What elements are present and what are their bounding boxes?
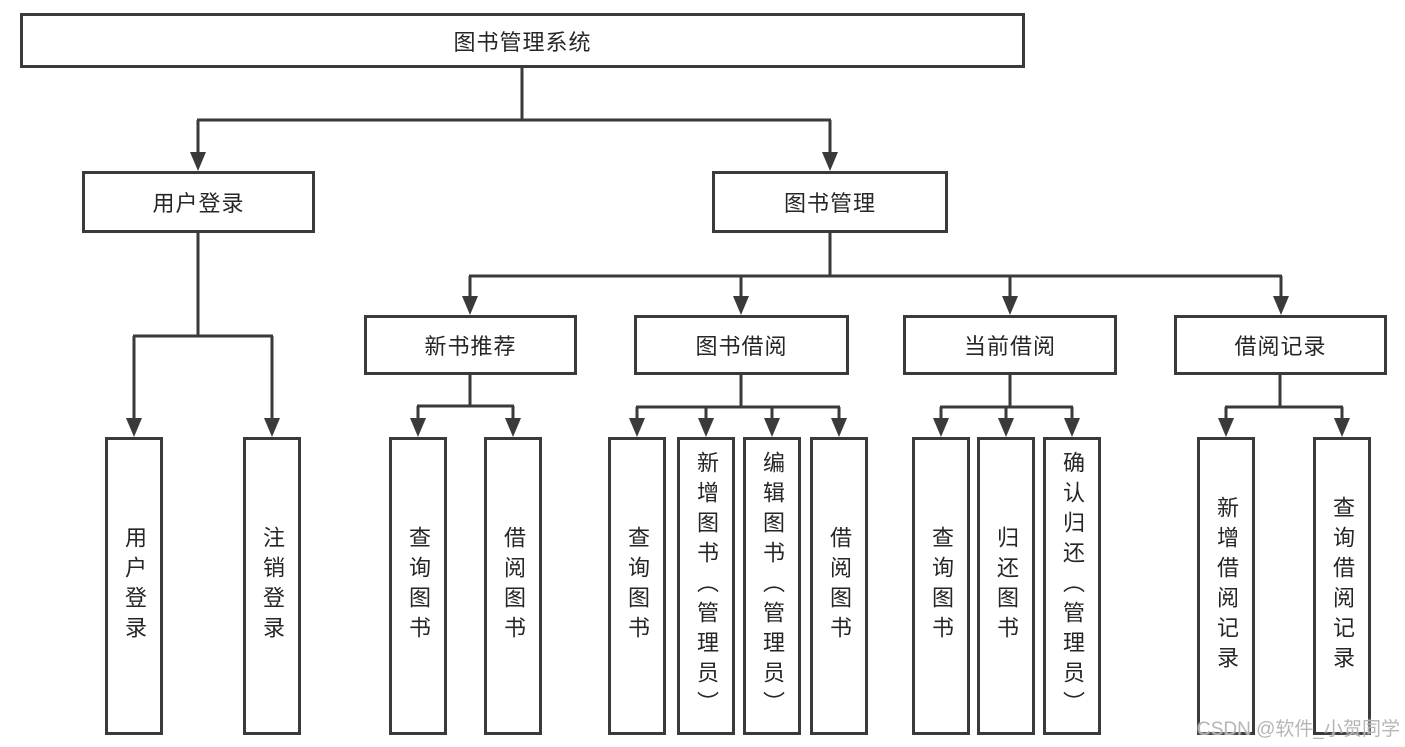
leaf-borrow-add-books-admin-label: 新增图书（管理员） (694, 451, 719, 721)
leaf-record-query-record: 查询借阅记录 (1313, 437, 1371, 735)
leaf-current-return-books: 归还图书 (977, 437, 1035, 735)
node-book-management: 图书管理 (712, 171, 948, 233)
connector-lines (132, 68, 1344, 422)
leaf-borrow-edit-books-admin-label: 编辑图书（管理员） (760, 451, 785, 721)
leaf-user-login: 用户登录 (105, 437, 163, 735)
leaf-borrow-query-books: 查询图书 (608, 437, 666, 735)
leaf-borrow-query-books-label: 查询图书 (625, 526, 650, 646)
node-current-borrowing: 当前借阅 (903, 315, 1117, 375)
leaf-current-confirm-return-admin-label: 确认归还（管理员） (1060, 451, 1085, 721)
leaf-logout-label: 注销登录 (260, 526, 285, 646)
leaf-borrow-borrow-books: 借阅图书 (810, 437, 868, 735)
leaf-logout: 注销登录 (243, 437, 301, 735)
node-book-borrowing: 图书借阅 (634, 315, 849, 375)
leaf-record-add-record-label: 新增借阅记录 (1214, 496, 1239, 676)
node-user-login: 用户登录 (82, 171, 315, 233)
leaf-current-confirm-return-admin: 确认归还（管理员） (1043, 437, 1101, 735)
node-library-management-system: 图书管理系统 (20, 13, 1025, 68)
leaf-current-query-books-label: 查询图书 (929, 526, 954, 646)
leaf-newbook-query-books-label: 查询图书 (406, 526, 431, 646)
leaf-borrow-borrow-books-label: 借阅图书 (827, 526, 852, 646)
watermark: CSDN @软件_小贺同学 (1197, 719, 1400, 740)
node-borrowing-records: 借阅记录 (1174, 315, 1387, 375)
leaf-borrow-edit-books-admin: 编辑图书（管理员） (743, 437, 801, 735)
leaf-newbook-query-books: 查询图书 (389, 437, 447, 735)
leaf-current-return-books-label: 归还图书 (994, 526, 1019, 646)
leaf-current-query-books: 查询图书 (912, 437, 970, 735)
leaf-newbook-borrow-books: 借阅图书 (484, 437, 542, 735)
node-new-book-recommendation: 新书推荐 (364, 315, 577, 375)
leaf-record-add-record: 新增借阅记录 (1197, 437, 1255, 735)
leaf-record-query-record-label: 查询借阅记录 (1330, 496, 1355, 676)
leaf-newbook-borrow-books-label: 借阅图书 (501, 526, 526, 646)
leaf-user-login-label: 用户登录 (122, 526, 147, 646)
leaf-borrow-add-books-admin: 新增图书（管理员） (677, 437, 735, 735)
